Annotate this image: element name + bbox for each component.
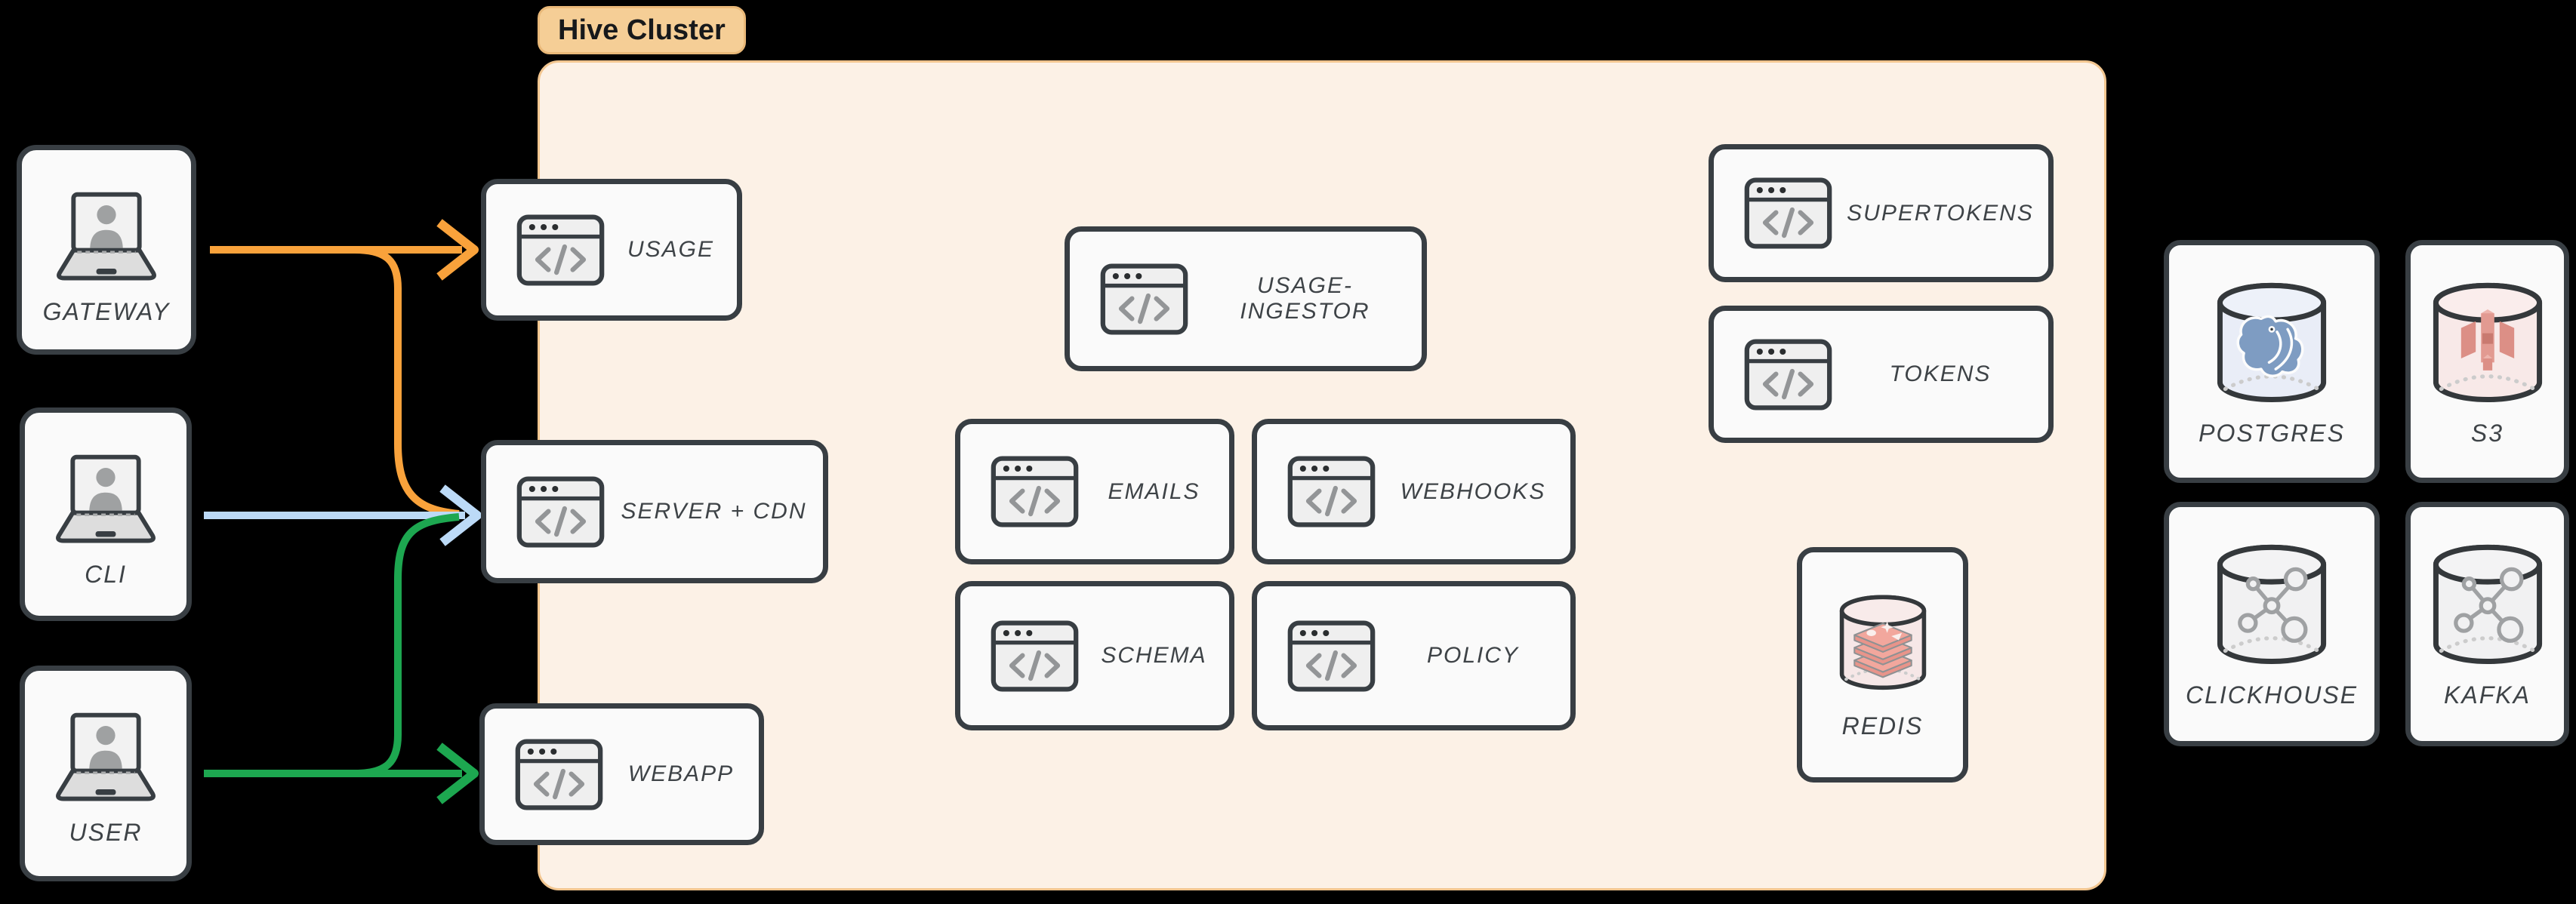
redis-cylinder-icon <box>1830 586 1936 699</box>
node-emails: EMAILS <box>955 419 1234 564</box>
node-server-cdn: SERVER + CDN <box>481 440 828 583</box>
user-label: USER <box>69 819 143 846</box>
supertokens-label: SUPERTOKENS <box>1847 200 2034 226</box>
s3-cylinder-icon <box>2421 271 2554 414</box>
arrowhead-usage <box>436 219 479 281</box>
node-clickhouse: CLICKHOUSE <box>2164 502 2380 746</box>
laptop-user-icon <box>42 710 169 805</box>
node-usage-ingestor: USAGE-INGESTOR <box>1065 226 1427 371</box>
postgres-label: POSTGRES <box>2199 420 2345 447</box>
node-tokens: TOKENS <box>1709 306 2054 443</box>
laptop-user-icon <box>43 189 170 284</box>
s3-label: S3 <box>2470 420 2504 447</box>
laptop-user-icon <box>42 452 169 547</box>
hive-cluster-badge: Hive Cluster <box>538 6 746 54</box>
arrow-user-to-server-branch <box>354 513 460 777</box>
kafka-label: KAFKA <box>2444 681 2531 709</box>
node-gateway: GATEWAY <box>17 145 196 355</box>
node-policy: POLICY <box>1252 581 1576 730</box>
tokens-label: TOKENS <box>1889 361 1992 386</box>
code-window-icon <box>991 456 1079 527</box>
server-cdn-label: SERVER + CDN <box>621 499 807 524</box>
code-window-icon <box>516 214 605 286</box>
code-window-icon <box>515 739 603 810</box>
code-window-icon <box>1744 339 1832 410</box>
code-window-icon <box>1100 263 1188 335</box>
arrowhead-webapp <box>436 743 479 804</box>
clickhouse-label: CLICKHOUSE <box>2185 681 2359 709</box>
node-kafka: KAFKA <box>2405 502 2569 746</box>
node-postgres: POSTGRES <box>2164 240 2380 483</box>
redis-label: REDIS <box>1841 712 1924 739</box>
node-s3: S3 <box>2405 240 2569 483</box>
schema-label: SCHEMA <box>1101 643 1207 668</box>
node-supertokens: SUPERTOKENS <box>1709 144 2054 282</box>
usage-ingestor-label: USAGE-INGESTOR <box>1240 273 1370 324</box>
policy-label: POLICY <box>1426 643 1520 668</box>
node-webhooks: WEBHOOKS <box>1252 419 1576 564</box>
molecule-cylinder-icon <box>2205 533 2338 675</box>
gateway-label: GATEWAY <box>42 298 171 325</box>
hive-cluster-label: Hive Cluster <box>558 14 726 46</box>
code-window-icon <box>516 476 605 548</box>
code-window-icon <box>991 620 1079 692</box>
node-webapp: WEBAPP <box>479 703 764 845</box>
arrowhead-server-cdn <box>439 484 482 546</box>
code-window-icon <box>1287 620 1376 692</box>
node-usage: USAGE <box>481 179 742 321</box>
code-window-icon <box>1287 456 1376 527</box>
arrow-gateway-to-server-branch <box>354 246 460 518</box>
webapp-label: WEBAPP <box>627 761 735 786</box>
node-schema: SCHEMA <box>955 581 1234 730</box>
code-window-icon <box>1744 177 1832 249</box>
node-redis: REDIS <box>1797 547 1968 783</box>
postgres-cylinder-icon <box>2205 271 2338 414</box>
webhooks-label: WEBHOOKS <box>1400 478 1546 504</box>
node-user: USER <box>20 666 192 881</box>
cli-label: CLI <box>85 561 127 588</box>
node-cli: CLI <box>20 407 192 621</box>
usage-label: USAGE <box>627 237 715 262</box>
emails-label: EMAILS <box>1108 478 1200 504</box>
molecule-cylinder-icon <box>2421 533 2554 675</box>
